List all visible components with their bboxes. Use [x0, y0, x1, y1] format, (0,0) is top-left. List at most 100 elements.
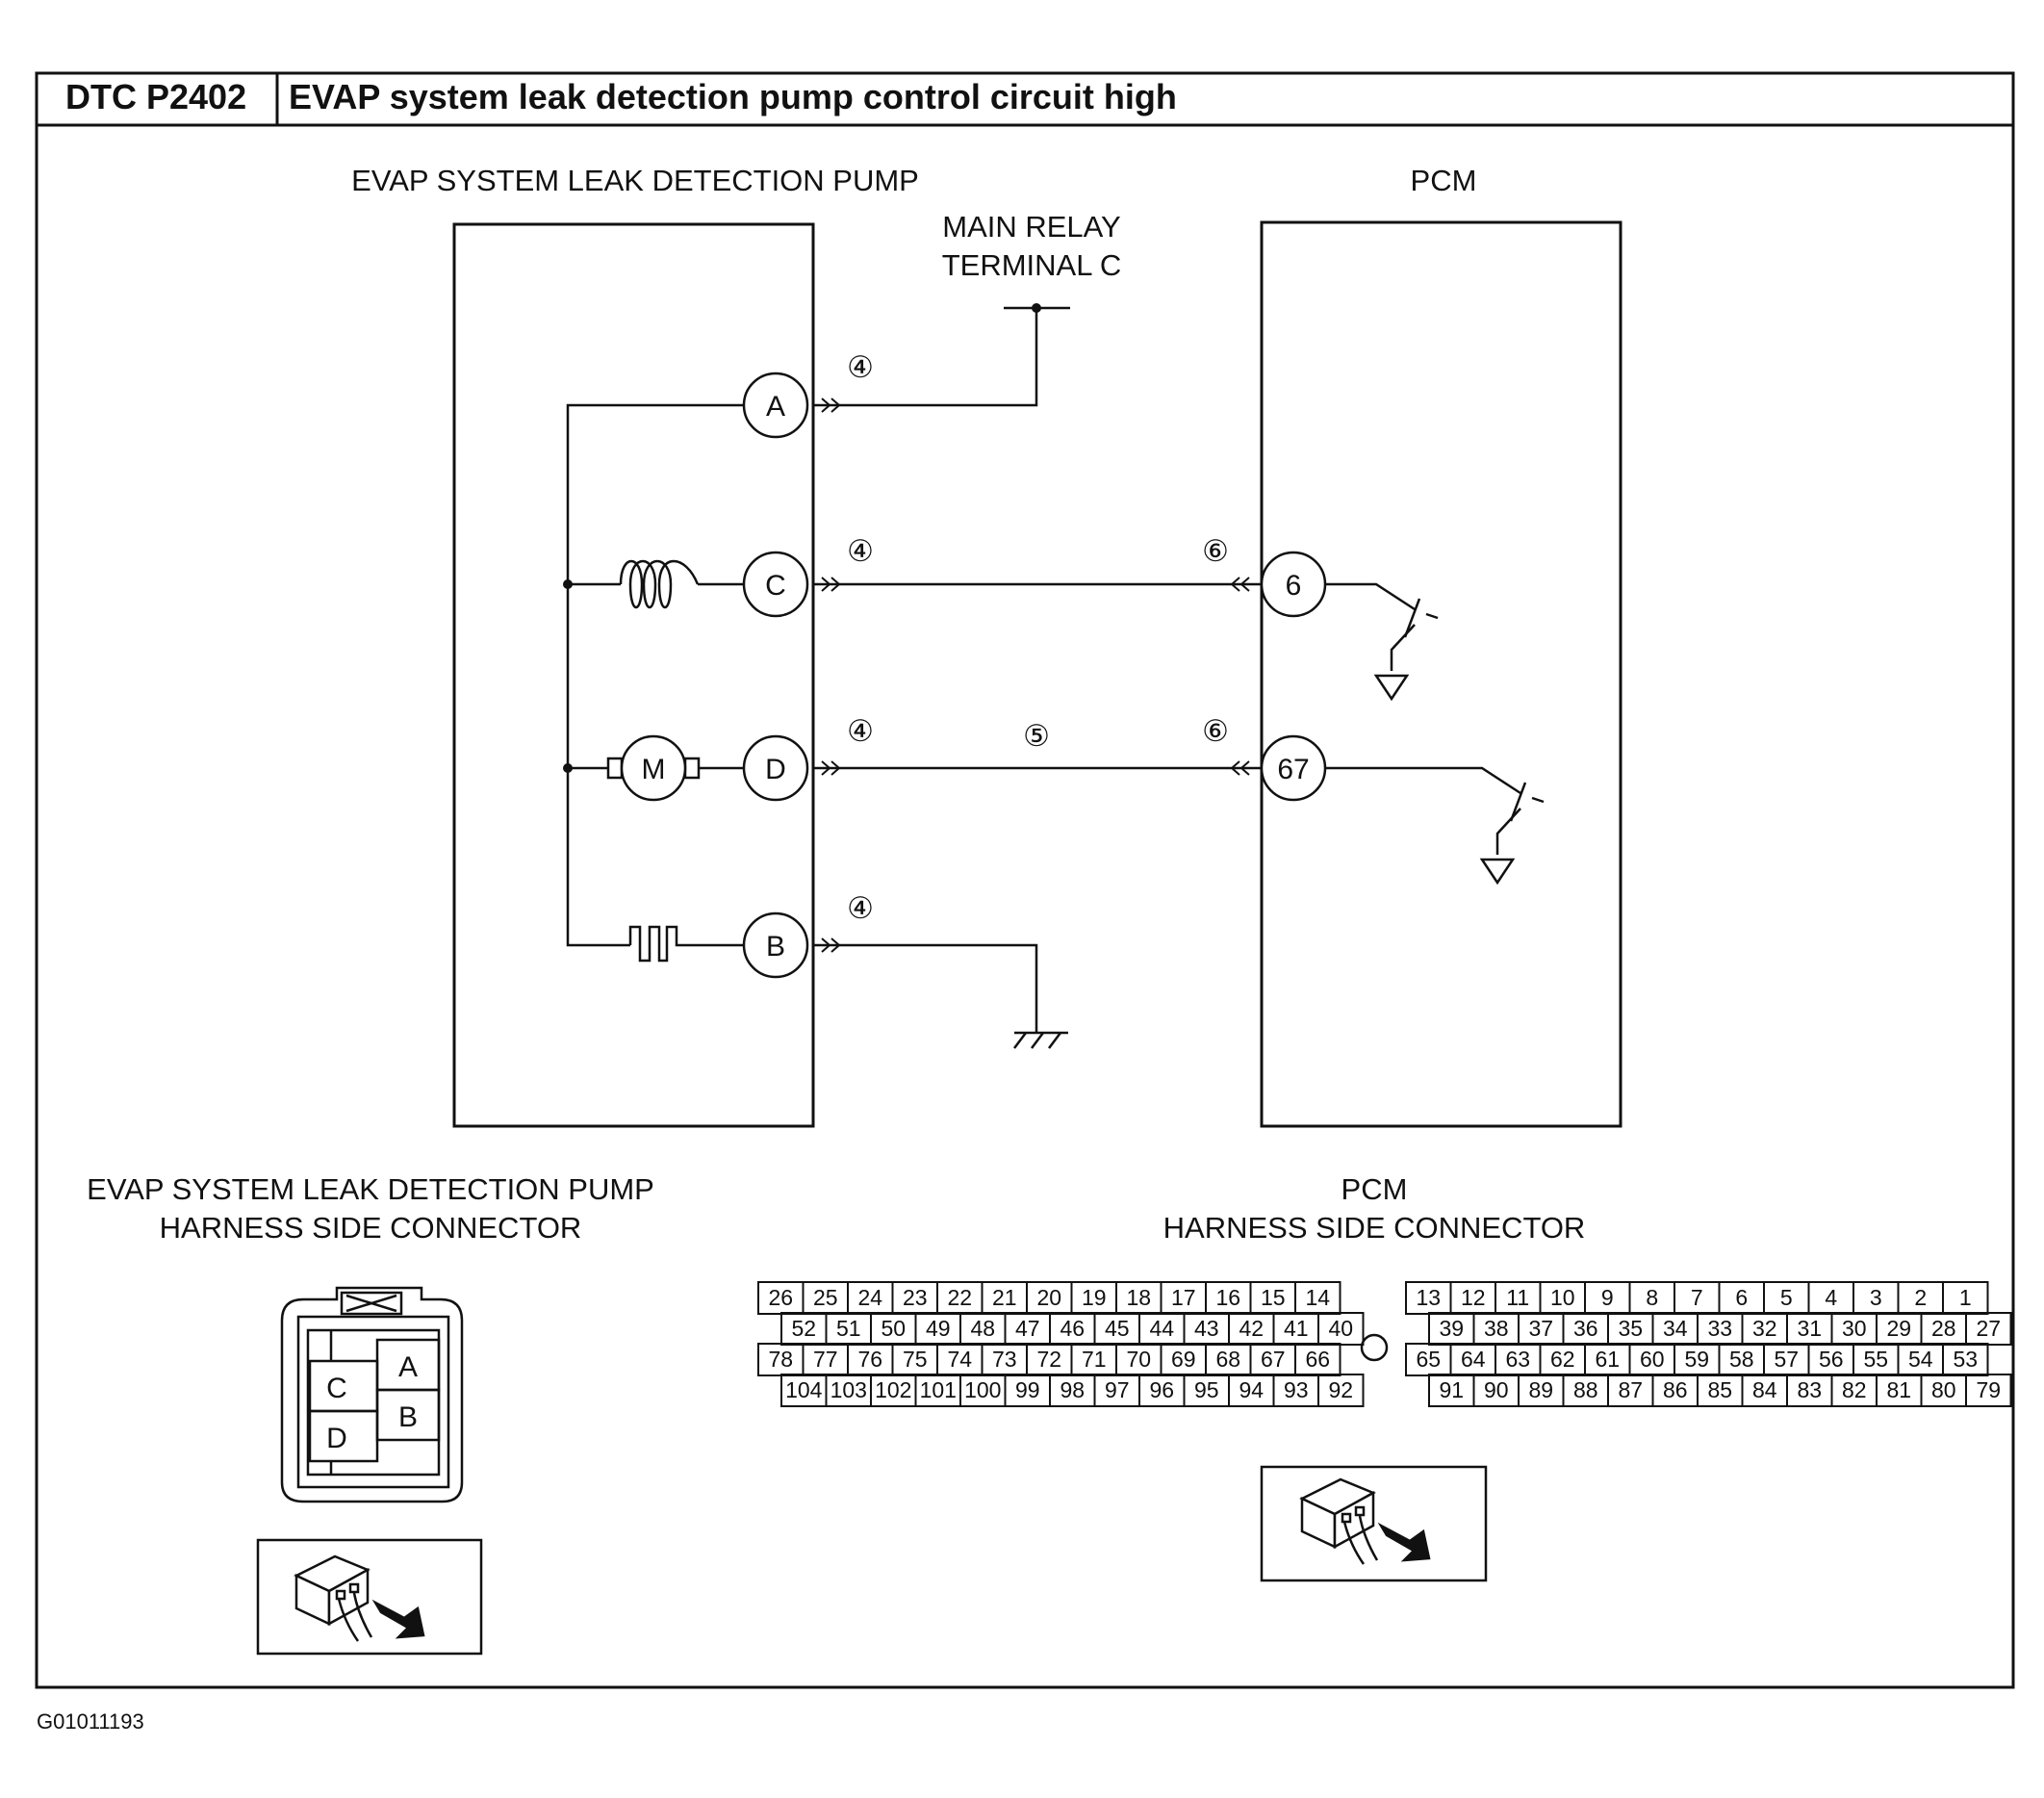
pcm-pin-label: 48 [970, 1316, 995, 1341]
pcm-pin-label: 103 [830, 1377, 867, 1402]
pcm-pin-label: 98 [1060, 1377, 1085, 1402]
pcm-pin-label: 4 [1825, 1285, 1837, 1310]
solenoid-coil-icon [619, 559, 700, 608]
pcm-pin-label: 7 [1691, 1285, 1703, 1310]
pcm-pin-label: 20 [1036, 1285, 1061, 1310]
pcm-pin-label: 85 [1707, 1377, 1732, 1402]
pcm-pin-label: 49 [926, 1316, 951, 1341]
pcm-pin-label: 34 [1663, 1316, 1688, 1341]
pcm-pin-label: 12 [1461, 1285, 1486, 1310]
pcm-pin-label: 92 [1328, 1377, 1353, 1402]
pcm-pin-label: 89 [1528, 1377, 1553, 1402]
pcm-pin-label: 6 [1735, 1285, 1748, 1310]
pump-internal-wiring [566, 403, 745, 947]
pcm-pin-label: 46 [1060, 1316, 1085, 1341]
main-relay-junction [1032, 303, 1041, 313]
pcm-pin-label: 68 [1215, 1347, 1240, 1372]
pcm-pin-label: 94 [1239, 1377, 1264, 1402]
pcm-pin-label: 39 [1439, 1316, 1464, 1341]
pcm-pin-label: 2 [1914, 1285, 1927, 1310]
pcm-pin-label: 9 [1601, 1285, 1614, 1310]
connector-chevrons [821, 398, 1250, 953]
pcm-pin-label: 80 [1931, 1377, 1956, 1402]
pcm-pin-label: 95 [1194, 1377, 1219, 1402]
pcm-pin-label: 101 [920, 1377, 957, 1402]
pcm-pin-label: 63 [1505, 1347, 1530, 1372]
pcm-pin-label: 87 [1618, 1377, 1643, 1402]
pcm-pin-label: 65 [1416, 1347, 1441, 1372]
pcm-pin-label: 27 [1976, 1316, 2001, 1341]
circuit-marker-d-mid: ⑤ [1023, 719, 1050, 753]
pcm-terminal-6: 6 [1260, 551, 1327, 618]
pcm-pin-label: 51 [836, 1316, 861, 1341]
pcm-pin-label: 64 [1461, 1347, 1486, 1372]
pcm-pin-label: 97 [1105, 1377, 1130, 1402]
pcm-pin-label: 13 [1416, 1285, 1441, 1310]
pcm-pin-label: 70 [1126, 1347, 1151, 1372]
pcm-pin-label: 29 [1886, 1316, 1911, 1341]
pcm-terminal-67: 67 [1260, 734, 1327, 802]
pcm-pin-label: 14 [1305, 1285, 1330, 1310]
pcm-pin-label: 62 [1550, 1347, 1575, 1372]
pcm-pin-label: 21 [992, 1285, 1017, 1310]
pcm-pin-label: 10 [1550, 1285, 1575, 1310]
pcm-pin-cell [1317, 1374, 1365, 1407]
pcm-pin-label: 43 [1194, 1316, 1219, 1341]
circuit-marker-d-pcm: ⑥ [1202, 714, 1229, 748]
dtc-title: EVAP system leak detection pump control … [289, 77, 1177, 116]
circuit-marker-b: ④ [847, 891, 874, 925]
svg-text:67: 67 [1277, 754, 1309, 785]
pcm-pin-label: 40 [1328, 1316, 1353, 1341]
pcm-pin-label: 22 [947, 1285, 972, 1310]
pump-pin-d: D [326, 1423, 347, 1454]
pcm-pin-label: 57 [1774, 1347, 1799, 1372]
pcm-title: PCM [1411, 164, 1477, 197]
pcm-connector-key-hole [1360, 1333, 1389, 1362]
pump-title: EVAP SYSTEM LEAK DETECTION PUMP [351, 164, 919, 197]
junction-dot [563, 763, 573, 773]
pcm-pin-label: 38 [1484, 1316, 1509, 1341]
pcm-pin-label: 74 [947, 1347, 972, 1372]
svg-text:C: C [765, 570, 786, 602]
pcm-pin-label: 32 [1752, 1316, 1777, 1341]
pcm-pin-label: 8 [1646, 1285, 1658, 1310]
pcm-pin-label: 3 [1870, 1285, 1882, 1310]
pcm-pin-label: 23 [903, 1285, 928, 1310]
figure-code: G01011193 [37, 1709, 144, 1734]
pcm-pin-label: 100 [964, 1377, 1001, 1402]
motor-label: M [642, 754, 666, 785]
pcm-pin-label: 86 [1663, 1377, 1688, 1402]
pump-pin-c: C [326, 1373, 347, 1404]
pcm-pin-label: 53 [1953, 1347, 1978, 1372]
junction-dot [563, 579, 573, 589]
pcm-pin-label: 5 [1780, 1285, 1793, 1310]
svg-text:B: B [766, 931, 785, 963]
pcm-pin-label: 11 [1506, 1285, 1529, 1310]
pcm-pin-label: 73 [992, 1347, 1017, 1372]
pcm-pin-label: 19 [1082, 1285, 1107, 1310]
pcm-connector-title-line2: HARNESS SIDE CONNECTOR [1163, 1211, 1586, 1245]
pcm-pin-label: 75 [903, 1347, 928, 1372]
pcm-pin-label: 72 [1036, 1347, 1061, 1372]
pcm-pin-label: 59 [1684, 1347, 1709, 1372]
svg-text:A: A [766, 391, 785, 423]
pump-pin-b: B [398, 1401, 418, 1433]
main-relay-label-line2: TERMINAL C [942, 248, 1122, 282]
pcm-pin-label: 37 [1528, 1316, 1553, 1341]
transistor-icon [1325, 582, 1439, 702]
pcm-box [1260, 220, 1622, 1128]
pcm-pin-label: 88 [1573, 1377, 1598, 1402]
pcm-pin-label: 35 [1618, 1316, 1643, 1341]
external-wiring [813, 306, 1262, 1049]
pcm-pin-label: 93 [1284, 1377, 1309, 1402]
svg-text:6: 6 [1286, 570, 1302, 602]
pcm-pin-label: 69 [1171, 1347, 1196, 1372]
pump-box [452, 222, 815, 1128]
pcm-pin-label: 54 [1908, 1347, 1933, 1372]
pump-connector-title-line2: HARNESS SIDE CONNECTOR [160, 1211, 582, 1245]
pcm-pin-label: 77 [813, 1347, 838, 1372]
pcm-pin-label: 81 [1886, 1377, 1911, 1402]
pcm-pin-label: 1 [1959, 1285, 1972, 1310]
